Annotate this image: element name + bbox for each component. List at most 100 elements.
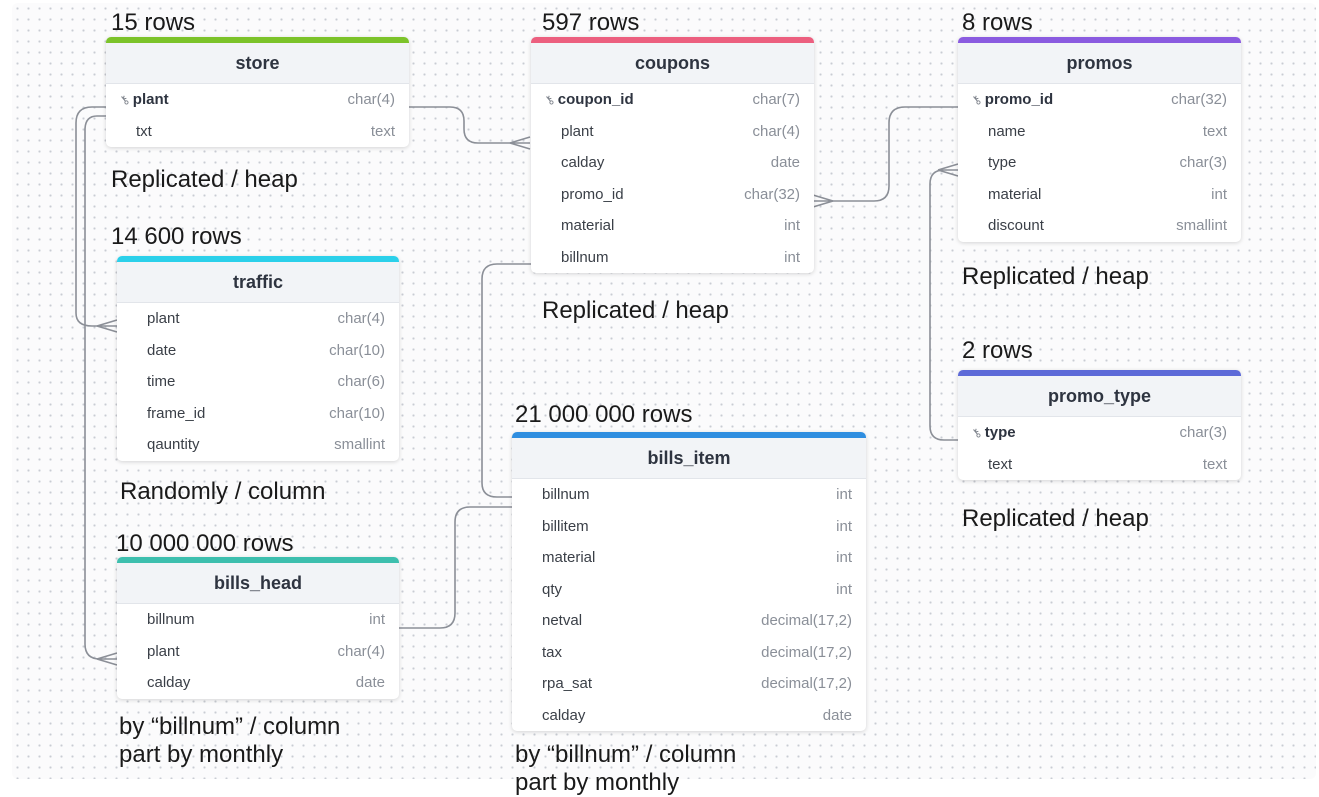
column-type: int bbox=[1211, 185, 1227, 203]
column-type: int bbox=[836, 517, 852, 535]
bills-item-table-title[interactable]: bills_item bbox=[512, 438, 866, 479]
column-name: coupon_id bbox=[557, 91, 634, 109]
column-type: decimal(17,2) bbox=[761, 675, 852, 693]
key-icon: ⚷ bbox=[541, 91, 558, 108]
column-type: decimal(17,2) bbox=[761, 612, 852, 630]
table-row[interactable]: tax decimal(17,2) bbox=[512, 637, 866, 669]
bills-item-color-bar bbox=[512, 432, 866, 438]
column-name: billnum bbox=[147, 611, 195, 629]
column-type: int bbox=[784, 248, 800, 266]
bills-item-row-count: 21 000 000 rows bbox=[515, 401, 693, 428]
table-row[interactable]: plant char(4) bbox=[117, 303, 399, 335]
table-row[interactable]: frame_id char(10) bbox=[117, 398, 399, 430]
column-type: char(3) bbox=[1179, 154, 1227, 172]
column-name: material bbox=[988, 185, 1042, 203]
column-type: int bbox=[836, 549, 852, 567]
column-name: plant bbox=[561, 122, 594, 140]
column-type: decimal(17,2) bbox=[761, 643, 852, 661]
table-row[interactable]: calday date bbox=[512, 700, 866, 732]
table-row[interactable]: billnum int bbox=[512, 479, 866, 511]
column-type: int bbox=[784, 217, 800, 235]
column-type: int bbox=[836, 486, 852, 504]
column-name: qauntity bbox=[147, 436, 200, 454]
traffic-distribution: Randomly / column bbox=[120, 478, 326, 505]
column-name: calday bbox=[561, 154, 605, 172]
store-color-bar bbox=[106, 37, 409, 43]
column-name: material bbox=[561, 217, 615, 235]
traffic-table-title[interactable]: traffic bbox=[117, 262, 399, 303]
promo-type-color-bar bbox=[958, 370, 1241, 376]
promos-row-count: 8 rows bbox=[962, 9, 1033, 36]
column-name: qty bbox=[542, 580, 563, 598]
coupons-row-count: 597 rows bbox=[542, 9, 640, 36]
table-row[interactable]: text text bbox=[958, 449, 1241, 481]
table-row[interactable]: billitem int bbox=[512, 511, 866, 543]
column-type: char(10) bbox=[329, 404, 385, 422]
table-row[interactable]: material int bbox=[512, 542, 866, 574]
column-name: time bbox=[147, 373, 176, 391]
bills-head-table-title[interactable]: bills_head bbox=[117, 563, 399, 604]
store-table-title[interactable]: store bbox=[106, 43, 409, 84]
traffic-color-bar bbox=[117, 256, 399, 262]
column-name: text bbox=[988, 455, 1013, 473]
bills-head-row-count: 10 000 000 rows bbox=[116, 530, 294, 557]
store-row-count: 15 rows bbox=[111, 9, 196, 36]
column-name: material bbox=[542, 549, 596, 567]
store-distribution: Replicated / heap bbox=[111, 166, 298, 193]
table-row[interactable]: material int bbox=[531, 210, 814, 242]
column-type: char(3) bbox=[1179, 424, 1227, 442]
column-name: billitem bbox=[542, 517, 589, 535]
column-name: promo_id bbox=[561, 185, 624, 203]
promos-distribution: Replicated / heap bbox=[962, 263, 1149, 290]
column-type: char(6) bbox=[337, 373, 385, 391]
column-name: billnum bbox=[542, 486, 590, 504]
table-row[interactable]: qty int bbox=[512, 574, 866, 606]
column-name: plant bbox=[147, 642, 180, 660]
column-type: int bbox=[836, 580, 852, 598]
column-type: date bbox=[822, 706, 852, 724]
promo-type-table-title[interactable]: promo_type bbox=[958, 376, 1241, 417]
bills-head-partitioning: part by monthly bbox=[119, 741, 284, 768]
table-row[interactable]: material int bbox=[958, 179, 1241, 211]
column-name: frame_id bbox=[147, 404, 206, 422]
coupons-table-title[interactable]: coupons bbox=[531, 43, 814, 84]
column-type: char(4) bbox=[347, 91, 395, 109]
column-type: text bbox=[1202, 455, 1227, 473]
column-name: tax bbox=[542, 643, 563, 661]
bills-item-partitioning: part by monthly bbox=[515, 769, 680, 796]
key-icon: ⚷ bbox=[116, 91, 133, 108]
traffic-row-count: 14 600 rows bbox=[111, 223, 242, 250]
column-name: plant bbox=[147, 310, 180, 328]
column-name: discount bbox=[988, 217, 1044, 235]
promos-table-title[interactable]: promos bbox=[958, 43, 1241, 84]
column-name: calday bbox=[542, 706, 586, 724]
column-type: char(4) bbox=[337, 310, 385, 328]
table-row[interactable]: time char(6) bbox=[117, 366, 399, 398]
